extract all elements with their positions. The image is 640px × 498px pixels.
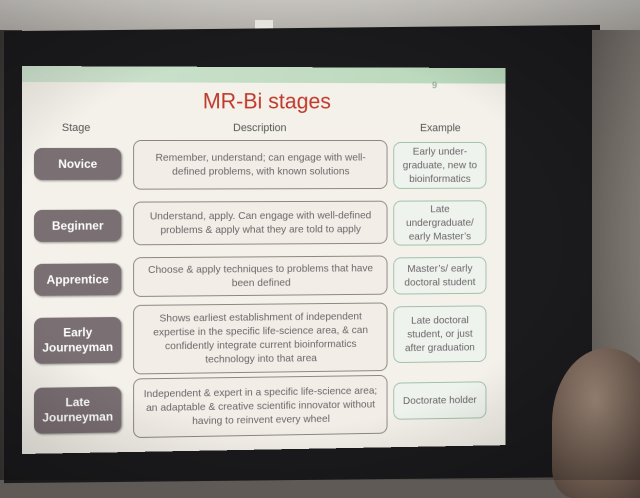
stage-description: Independent & expert in a specific life-… (133, 374, 388, 439)
stage-example: Doctorate holder (393, 381, 487, 420)
stage-label: Beginner (33, 209, 122, 242)
audience-member-head (552, 348, 640, 498)
stage-description: Remember, understand; can engage with we… (133, 139, 388, 190)
stage-description: Choose & apply techniques to problems th… (133, 255, 388, 297)
column-header-stage: Stage (61, 122, 91, 135)
column-header-description: Description (233, 122, 287, 135)
stage-label: Early Journeyman (33, 316, 122, 364)
stage-label: Novice (33, 147, 122, 180)
projected-slide: 9 MR-Bi stages Stage Description Example… (22, 66, 506, 454)
stage-example: Late doctoral student, or just after gra… (393, 305, 487, 364)
stage-example: Master’s/ early doctoral student (393, 256, 487, 295)
slide-title: MR-Bi stages (202, 88, 331, 114)
column-header-example: Example (419, 122, 461, 135)
stage-example: Late undergraduate/ early Master’s (393, 200, 487, 246)
stage-example: Early under-graduate, new to bioinformat… (393, 141, 487, 189)
stage-description: Shows earliest establishment of independ… (133, 302, 388, 375)
stage-label: Apprentice (33, 263, 122, 296)
stage-description: Understand, apply. Can engage with well-… (133, 200, 388, 246)
stage-label: Late Journeyman (33, 386, 122, 434)
ceiling-light (255, 20, 273, 30)
